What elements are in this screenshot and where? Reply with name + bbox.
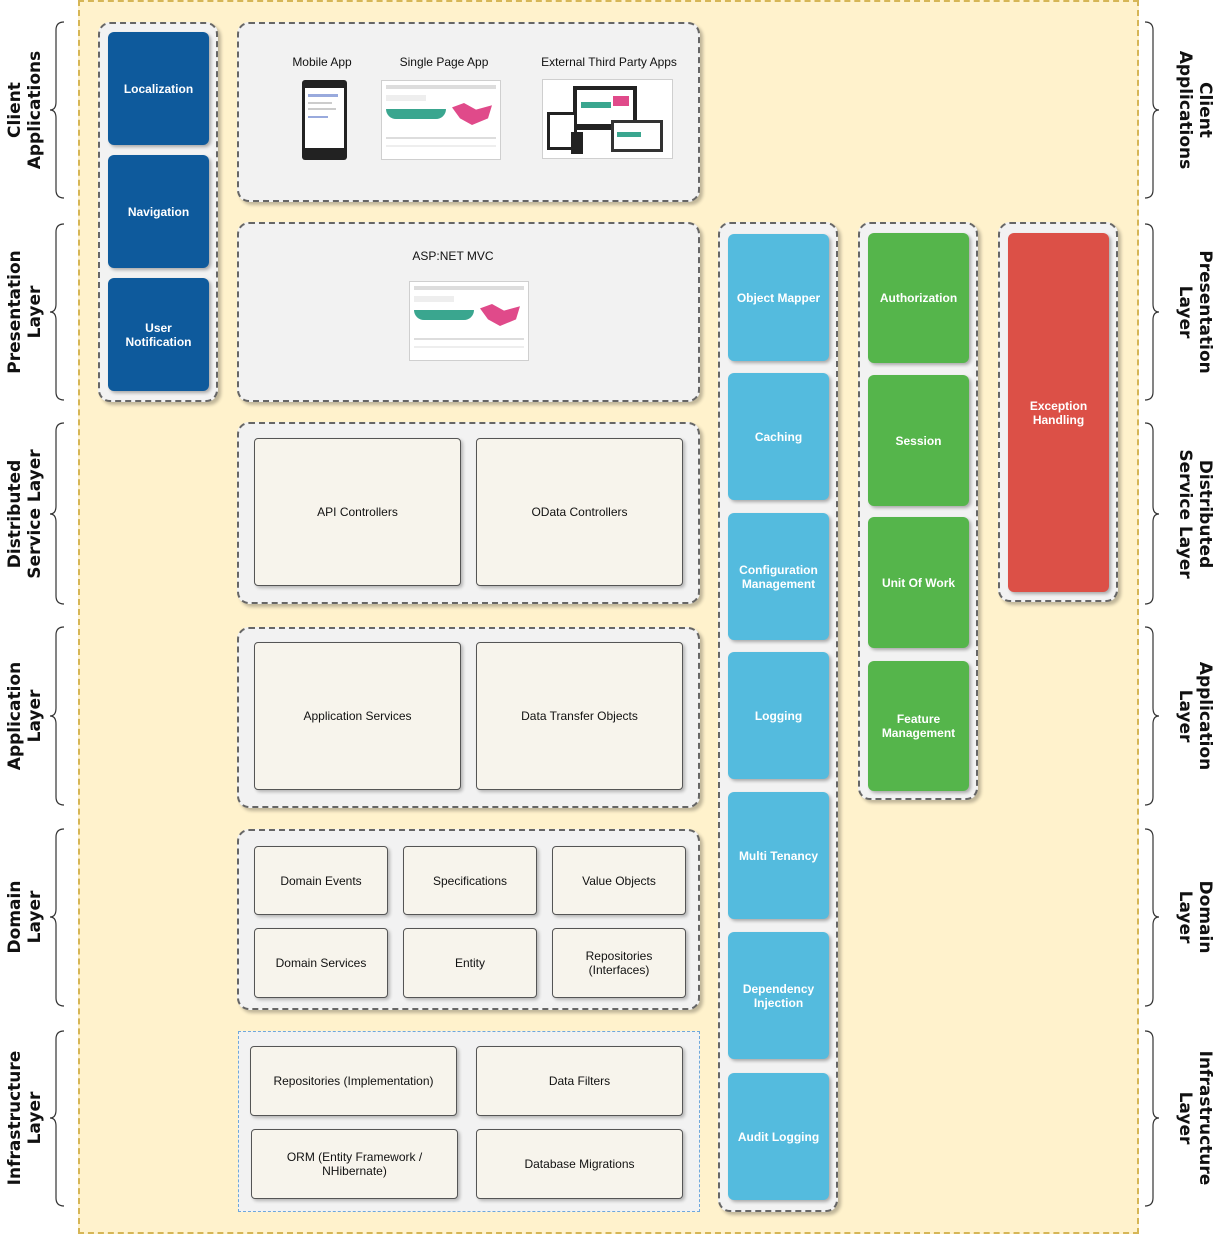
- configuration-management-tile: Configuration Management: [728, 513, 829, 640]
- brace-domain-right: [1144, 828, 1160, 1007]
- brace-client-right: [1144, 21, 1160, 199]
- aspnet-mvc-caption: ASP:NET MVC: [412, 249, 494, 263]
- spa-caption: Single Page App: [399, 55, 489, 69]
- spa-dashboard-image: [381, 80, 501, 160]
- odata-controllers-box: OData Controllers: [476, 438, 683, 586]
- mobile-app-caption: Mobile App: [292, 55, 352, 69]
- layer-label-infrastructure-left: Infrastructure Layer: [5, 1050, 45, 1186]
- repositories-implementation-box: Repositories (Implementation): [250, 1046, 457, 1116]
- multi-tenancy-tile: Multi Tenancy: [728, 792, 829, 919]
- layer-label-domain-right: Domain Layer: [1175, 880, 1215, 954]
- dto-box: Data Transfer Objects: [476, 642, 683, 790]
- layer-label-infrastructure-right: Infrastructure Layer: [1175, 1050, 1215, 1186]
- layer-label-client-right: Client Applications: [1175, 50, 1215, 170]
- layer-label-domain-left: Domain Layer: [5, 880, 45, 954]
- logging-tile: Logging: [728, 652, 829, 779]
- layer-label-distributed-left: Distributed Service Layer: [5, 449, 45, 579]
- layer-label-application-left: Application Layer: [5, 661, 45, 771]
- third-party-devices-image: [542, 79, 673, 159]
- user-notification-tile: User Notification: [108, 278, 209, 391]
- navigation-tile: Navigation: [108, 155, 209, 268]
- brace-client-left: [49, 21, 65, 199]
- domain-services-box: Domain Services: [254, 928, 388, 998]
- brace-presentation-left: [49, 223, 65, 401]
- caching-tile: Caching: [728, 373, 829, 500]
- brace-distributed-right: [1144, 422, 1160, 605]
- aspnet-mvc-image: [409, 281, 529, 361]
- session-tile: Session: [868, 375, 969, 506]
- layer-label-client-left: Client Applications: [5, 50, 45, 170]
- application-services-box: Application Services: [254, 642, 461, 790]
- object-mapper-tile: Object Mapper: [728, 234, 829, 361]
- database-migrations-box: Database Migrations: [476, 1129, 683, 1199]
- audit-logging-tile: Audit Logging: [728, 1073, 829, 1200]
- mobile-app-image: [302, 80, 347, 160]
- authorization-tile: Authorization: [868, 233, 969, 363]
- right-braces: [1144, 21, 1160, 1207]
- exception-handling-tile: Exception Handling: [1008, 233, 1109, 592]
- entity-box: Entity: [403, 928, 537, 998]
- data-filters-box: Data Filters: [476, 1046, 683, 1116]
- feature-management-tile: Feature Management: [868, 661, 969, 791]
- brace-presentation-right: [1144, 223, 1160, 401]
- third-party-caption: External Third Party Apps: [541, 55, 677, 69]
- brace-distributed-left: [49, 422, 65, 605]
- domain-events-box: Domain Events: [254, 846, 388, 915]
- left-braces: [49, 21, 65, 1207]
- brace-application-right: [1144, 626, 1160, 806]
- layer-label-application-right: Application Layer: [1175, 661, 1215, 771]
- dependency-injection-tile: Dependency Injection: [728, 932, 829, 1059]
- api-controllers-box: API Controllers: [254, 438, 461, 586]
- specifications-box: Specifications: [403, 846, 537, 915]
- layer-label-distributed-right: Distributed Service Layer: [1175, 449, 1215, 579]
- brace-domain-left: [49, 828, 65, 1007]
- brace-infrastructure-left: [49, 1030, 65, 1207]
- orm-box: ORM (Entity Framework / NHibernate): [251, 1129, 458, 1199]
- localization-tile: Localization: [108, 32, 209, 145]
- unit-of-work-tile: Unit Of Work: [868, 517, 969, 648]
- brace-application-left: [49, 626, 65, 806]
- value-objects-box: Value Objects: [552, 846, 686, 915]
- brace-infrastructure-right: [1144, 1030, 1160, 1207]
- repositories-interfaces-box: Repositories (Interfaces): [552, 928, 686, 998]
- layer-label-presentation-right: Presentation Layer: [1175, 250, 1215, 374]
- layer-label-presentation-left: Presentation Layer: [5, 250, 45, 374]
